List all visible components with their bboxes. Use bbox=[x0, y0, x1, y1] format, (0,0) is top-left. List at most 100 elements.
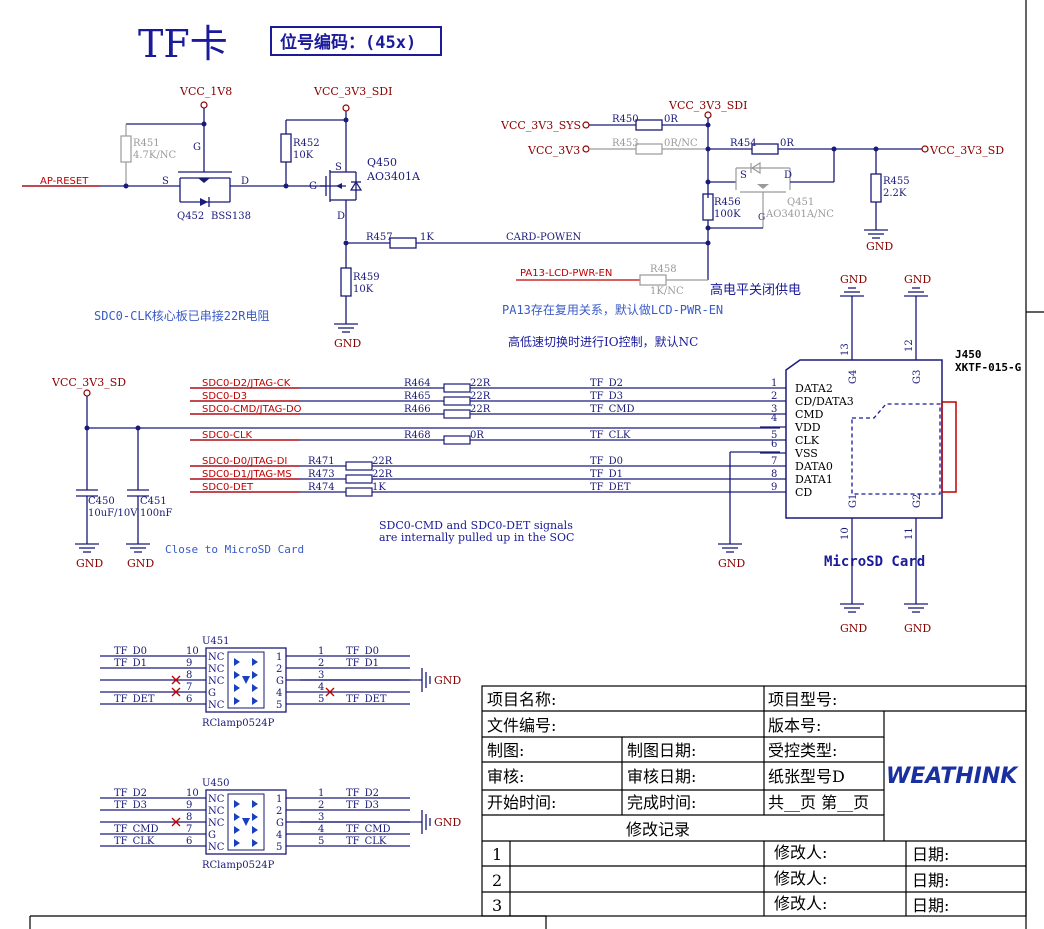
esd-pin-number: 1 bbox=[318, 788, 324, 799]
esd-pin-label: NC bbox=[208, 652, 225, 663]
esd-net: TF_D3 bbox=[114, 800, 147, 811]
esd-pin-label: 5 bbox=[276, 842, 282, 853]
tb-paper-size: 纸张型号D bbox=[768, 767, 845, 786]
label: BSS138 bbox=[211, 211, 251, 222]
esd-pin-label: NC bbox=[208, 676, 225, 687]
tb-project-model: 项目型号: bbox=[768, 690, 837, 709]
note-close: Close to MicroSD Card bbox=[165, 543, 304, 556]
tvs-diode bbox=[252, 826, 258, 834]
label: R450 bbox=[612, 114, 639, 125]
designator-box bbox=[270, 26, 442, 56]
note-pa13: PA13存在复用关系，默认做LCD-PWR-EN bbox=[502, 302, 723, 317]
esd-pin-label: G bbox=[208, 830, 216, 841]
card-pin-name: CMD bbox=[795, 408, 824, 421]
sd-net-label: SDC0-D3 bbox=[202, 391, 247, 402]
esd-net: TF_D0 bbox=[346, 646, 379, 657]
tb-project-name: 项目名称: bbox=[487, 690, 556, 709]
esd-pin-label: 5 bbox=[276, 700, 282, 711]
tf-net-label: TF_D0 bbox=[590, 456, 623, 467]
connector-ref: J450 bbox=[955, 348, 982, 361]
connector-label: MicroSD Card bbox=[824, 554, 925, 570]
designator-code: 位号编码：(45x) bbox=[280, 32, 416, 53]
label: 1K bbox=[420, 232, 434, 243]
series-resistor bbox=[345, 487, 373, 497]
rev-row-date: 日期: bbox=[912, 845, 949, 864]
resistor-value: 22R bbox=[372, 469, 393, 480]
resistor-r455 bbox=[870, 173, 882, 203]
gnd-label: GND bbox=[334, 337, 361, 350]
resistor-ref: R471 bbox=[308, 456, 335, 467]
esd-pin-label: G bbox=[276, 818, 284, 829]
pin-label: G1 bbox=[848, 494, 859, 508]
tvs-diode bbox=[234, 826, 240, 834]
card-pin-number: 4 bbox=[771, 413, 777, 424]
esd-pin-number: 8 bbox=[186, 670, 192, 681]
card-pin-name: DATA1 bbox=[795, 473, 833, 486]
tf-net-label: TF_D2 bbox=[590, 378, 623, 389]
esd-pin-number: 6 bbox=[186, 836, 192, 847]
tb-control-type: 受控类型: bbox=[768, 741, 837, 760]
pin-label: G2 bbox=[912, 494, 923, 508]
card-pin-name: DATA2 bbox=[795, 382, 833, 395]
card-pin-name: VDD bbox=[794, 421, 821, 434]
esd-pin-label: 4 bbox=[276, 688, 282, 699]
esd-pin-number: 3 bbox=[318, 812, 324, 823]
label: R458 bbox=[650, 264, 677, 275]
esd-net: TF_D2 bbox=[346, 788, 379, 799]
label: 0R/NC bbox=[664, 138, 698, 149]
sd-net-label: SDC0-DET bbox=[202, 482, 254, 493]
label: C451 bbox=[140, 496, 167, 507]
esd-pin-label: 2 bbox=[276, 806, 282, 817]
sd-net-label: SDC0-D0/JTAG-DI bbox=[202, 456, 287, 467]
power-net-vcc-3v3: VCC_3V3 bbox=[527, 144, 580, 157]
card-pin-name: CLK bbox=[795, 434, 820, 447]
esd-pin-label: NC bbox=[208, 664, 225, 675]
card-pin-number: 5 bbox=[771, 430, 777, 441]
esd-pin-number: 5 bbox=[318, 836, 324, 847]
pin-label: G bbox=[193, 142, 201, 153]
capacitor-c451 bbox=[127, 489, 149, 544]
esd-part: RClamp0524P bbox=[202, 860, 275, 871]
esd-pin-label: NC bbox=[208, 806, 225, 817]
net-card-powen: CARD-POWEN bbox=[506, 232, 581, 243]
label: R456 bbox=[714, 197, 741, 208]
tvs-diode bbox=[234, 658, 240, 666]
gnd-label: GND bbox=[434, 674, 461, 687]
tb-start-time: 开始时间: bbox=[487, 793, 556, 812]
esd-net: TF_DET bbox=[114, 694, 155, 705]
title-block bbox=[481, 685, 1027, 917]
pin-label: D bbox=[337, 211, 345, 222]
tvs-diode bbox=[234, 839, 240, 847]
pin-number: 10 bbox=[840, 527, 851, 540]
esd-net: TF_CLK bbox=[346, 836, 387, 847]
power-port bbox=[200, 101, 208, 109]
esd-u450: U450RClamp0524P10NCTF_D29NCTF_D38NC7GTF_… bbox=[100, 778, 461, 871]
label: R451 bbox=[133, 138, 160, 149]
label: R457 bbox=[366, 232, 393, 243]
resistor-r453 bbox=[635, 143, 663, 155]
esd-pin-number: 4 bbox=[318, 682, 324, 693]
note-clk: SDC0-CLK核心板已串接22R电阻 bbox=[94, 308, 269, 323]
rev-row-modifier: 修改人: bbox=[774, 869, 827, 888]
esd-pin-number: 10 bbox=[186, 788, 199, 799]
rev-row-no: 1 bbox=[492, 845, 502, 864]
tf-net-label: TF_DET bbox=[590, 482, 631, 493]
esd-net: TF_D1 bbox=[346, 658, 379, 669]
esd-pin-number: 5 bbox=[318, 694, 324, 705]
sd-net-label: SDC0-CMD/JTAG-DO bbox=[202, 404, 302, 415]
esd-core bbox=[227, 651, 265, 709]
esd-pin-label: NC bbox=[208, 794, 225, 805]
gnd-label: GND bbox=[904, 273, 931, 286]
pin-label: S bbox=[335, 162, 342, 173]
label: 1K/NC bbox=[650, 286, 684, 297]
label: R454 bbox=[730, 138, 757, 149]
pin-number: 13 bbox=[840, 343, 851, 356]
series-resistor bbox=[443, 383, 471, 393]
esd-net: TF_D0 bbox=[114, 646, 147, 657]
card-pin-number: 7 bbox=[771, 456, 777, 467]
power-net-vcc-1v8: VCC_1V8 bbox=[179, 85, 232, 98]
esd-pin-number: 2 bbox=[318, 800, 324, 811]
esd-pin-number: 9 bbox=[186, 658, 192, 669]
